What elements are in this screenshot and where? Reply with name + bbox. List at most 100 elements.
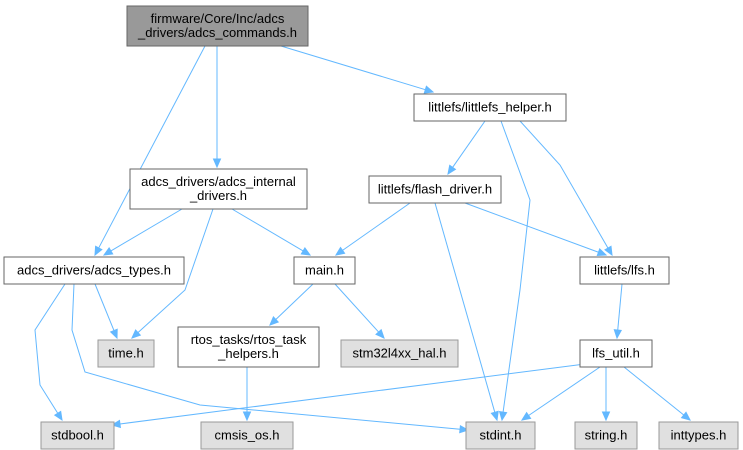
edge-adcs_types-to-stdint (71, 283, 470, 434)
node-box (465, 421, 536, 450)
node-label: inttypes.h (671, 428, 727, 443)
node-label: littlefs/flash_driver.h (378, 182, 492, 197)
node-label: string.h (585, 428, 628, 443)
node-label: rtos_tasks/rtos_task (191, 332, 307, 347)
node-box (579, 339, 653, 368)
node-box (368, 175, 502, 204)
arrowhead (212, 158, 222, 169)
edge-line (623, 366, 685, 416)
node-time: time.h (97, 339, 155, 368)
edge-flash_driver-to-main (334, 202, 411, 256)
arrowhead (613, 329, 623, 340)
node-label: lfs_util.h (592, 346, 640, 361)
edge-line (334, 283, 379, 333)
node-label: cmsis_os.h (214, 428, 279, 443)
edge-littlefs_helper-to-flash_driver (447, 120, 486, 176)
arrowhead (498, 410, 508, 422)
arrowhead (242, 411, 252, 422)
edge-adcs_commands-to-adcs_types (94, 45, 206, 257)
edge-adcs_types-to-stdbool (34, 283, 66, 422)
node-adcs-types[interactable]: adcs_drivers/adcs_types.h (3, 256, 185, 285)
edge-main-to-stm32l4xx_hal (334, 283, 385, 339)
arrowhead (447, 164, 457, 176)
arrowhead (375, 328, 385, 339)
node-label: stdbool.h (51, 428, 104, 443)
node-rtos-task-helpers[interactable]: rtos_tasks/rtos_task_helpers.h (177, 326, 320, 368)
arrowhead (604, 245, 613, 257)
node-label: stdint.h (480, 428, 522, 443)
edge-adcs_internal_drivers-to-main (231, 208, 312, 256)
edge-line (528, 366, 601, 416)
node-box (126, 5, 309, 47)
arrowhead (490, 410, 499, 422)
edge-line (280, 45, 426, 91)
edge-lfs-to-lfs_util (613, 283, 623, 340)
arrowhead (269, 315, 280, 326)
node-label: adcs_drivers/adcs_internal (141, 174, 296, 189)
node-label: adcs_drivers/adcs_types.h (17, 263, 171, 278)
edge-line (110, 208, 183, 252)
node-box (97, 339, 155, 368)
edge-lfs_util-to-string (601, 367, 611, 422)
node-box (658, 421, 739, 450)
arrowhead (601, 411, 611, 422)
edge-littlefs_helper-to-lfs (519, 120, 613, 257)
edge-flash_driver-to-stdint (434, 202, 499, 422)
node-littlefs-helper[interactable]: littlefs/littlefs_helper.h (413, 93, 567, 122)
edge-adcs_commands-to-littlefs_helper (280, 45, 435, 94)
node-label: _drivers/adcs_commands.h (137, 25, 297, 40)
arrowhead (94, 245, 103, 257)
node-box (3, 256, 185, 285)
arrowhead (300, 246, 312, 256)
node-box (177, 326, 320, 368)
edge-line (137, 208, 214, 334)
node-label: time.h (108, 346, 143, 361)
node-label: _helpers.h (217, 346, 279, 361)
node-box (129, 168, 308, 210)
node-adcs-commands[interactable]: firmware/Core/Inc/adcs_drivers/adcs_comm… (126, 5, 309, 47)
node-lfs[interactable]: littlefs/lfs.h (579, 256, 670, 285)
arrowhead (680, 411, 691, 421)
edge-line (519, 120, 609, 249)
edge-line (98, 45, 206, 249)
node-label: main.h (305, 263, 344, 278)
arrowhead (53, 410, 63, 422)
node-box (40, 421, 115, 450)
arrowhead (102, 246, 114, 256)
node-box (413, 93, 567, 122)
node-label: stm32l4xx_hal.h (353, 346, 447, 361)
node-label: littlefs/lfs.h (594, 263, 655, 278)
arrowhead (131, 329, 142, 339)
node-label: _drivers.h (189, 188, 247, 203)
edge-line (275, 283, 314, 320)
arrowhead (520, 411, 532, 421)
node-cmsis-os: cmsis_os.h (200, 421, 294, 450)
edge-adcs_internal_drivers-to-time (131, 208, 214, 339)
edge-line (342, 202, 411, 251)
edge-line (464, 202, 599, 253)
node-box (200, 421, 294, 450)
edge-line (34, 283, 66, 414)
edge-line (452, 120, 486, 168)
edge-littlefs_helper-to-stdint (498, 120, 531, 422)
edge-lfs_util-to-stdint (520, 366, 601, 421)
arrowhead (109, 328, 118, 340)
node-main[interactable]: main.h (293, 256, 356, 285)
edge-line (119, 363, 586, 425)
nodes-layer: firmware/Core/Inc/adcs_drivers/adcs_comm… (3, 5, 739, 450)
edge-line (231, 208, 304, 252)
edge-line (500, 120, 531, 413)
node-stdint: stdint.h (465, 421, 536, 450)
node-flash-driver[interactable]: littlefs/flash_driver.h (368, 175, 502, 204)
node-lfs-util[interactable]: lfs_util.h (579, 339, 653, 368)
edge-lfs_util-to-stdbool (110, 363, 586, 429)
edges-layer (34, 45, 691, 434)
node-adcs-internal-drivers[interactable]: adcs_drivers/adcs_internal_drivers.h (129, 168, 308, 210)
node-label: littlefs/littlefs_helper.h (428, 100, 552, 115)
arrowhead (110, 419, 121, 429)
edge-adcs_internal_drivers-to-adcs_types (102, 208, 183, 256)
edge-main-to-rtos_task_helpers (269, 283, 314, 326)
node-box (340, 339, 459, 368)
arrowhead (459, 424, 470, 434)
